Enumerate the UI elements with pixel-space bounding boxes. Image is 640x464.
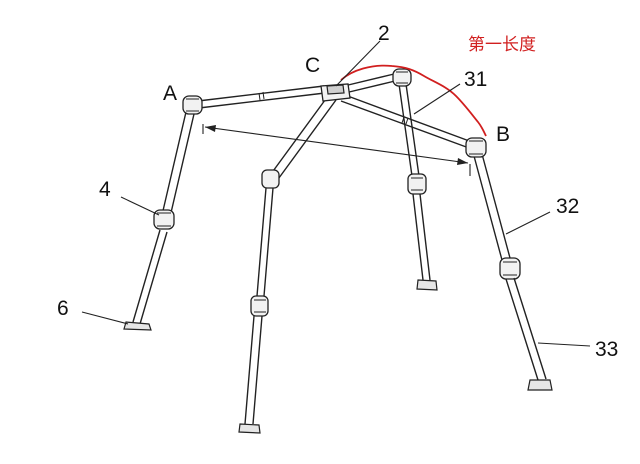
knuckle-joint-front-middle-lower — [250, 295, 269, 317]
leg-front-left — [123, 111, 195, 331]
top-bar-a-c — [197, 85, 326, 109]
leg-back — [398, 83, 438, 291]
label-part-31: 31 — [464, 68, 487, 91]
corner-joint-a — [182, 95, 203, 115]
label-first-length: 第一长度 — [468, 35, 536, 55]
leader-6 — [81, 311, 129, 325]
dimension-line-a-b — [202, 124, 471, 176]
leader-2 — [335, 40, 381, 87]
label-part-6: 6 — [57, 297, 69, 320]
arrowhead-right-icon — [457, 158, 468, 165]
top-bar-c-back — [343, 73, 396, 94]
foot-plate-6 — [123, 321, 152, 331]
leader-32 — [505, 211, 551, 235]
label-point-c: C — [305, 54, 320, 77]
knuckle-joint-back — [407, 173, 427, 195]
leader-4 — [120, 196, 160, 216]
leg-front-middle — [238, 95, 337, 434]
arrowhead-left-icon — [205, 125, 216, 132]
knuckle-joint-right — [499, 257, 521, 280]
foot-plate-right — [527, 379, 553, 391]
foot-plate-front-middle — [238, 423, 261, 434]
first-length-bracket — [340, 64, 487, 137]
leader-31 — [413, 83, 461, 115]
corner-joint-back — [392, 68, 412, 87]
label-point-b: B — [496, 123, 510, 146]
foot-plate-back — [416, 279, 438, 291]
label-part-4: 4 — [99, 178, 111, 201]
label-point-a: A — [163, 82, 177, 105]
label-part-33: 33 — [595, 338, 618, 361]
leader-33 — [537, 342, 591, 347]
label-part-2: 2 — [378, 22, 390, 45]
label-part-32: 32 — [556, 195, 579, 218]
top-bar-c-b — [340, 94, 473, 149]
central-hub-2 — [320, 83, 351, 102]
leg-right — [473, 153, 553, 391]
corner-joint-b — [465, 137, 487, 158]
knuckle-joint-front-middle-upper — [261, 169, 280, 189]
